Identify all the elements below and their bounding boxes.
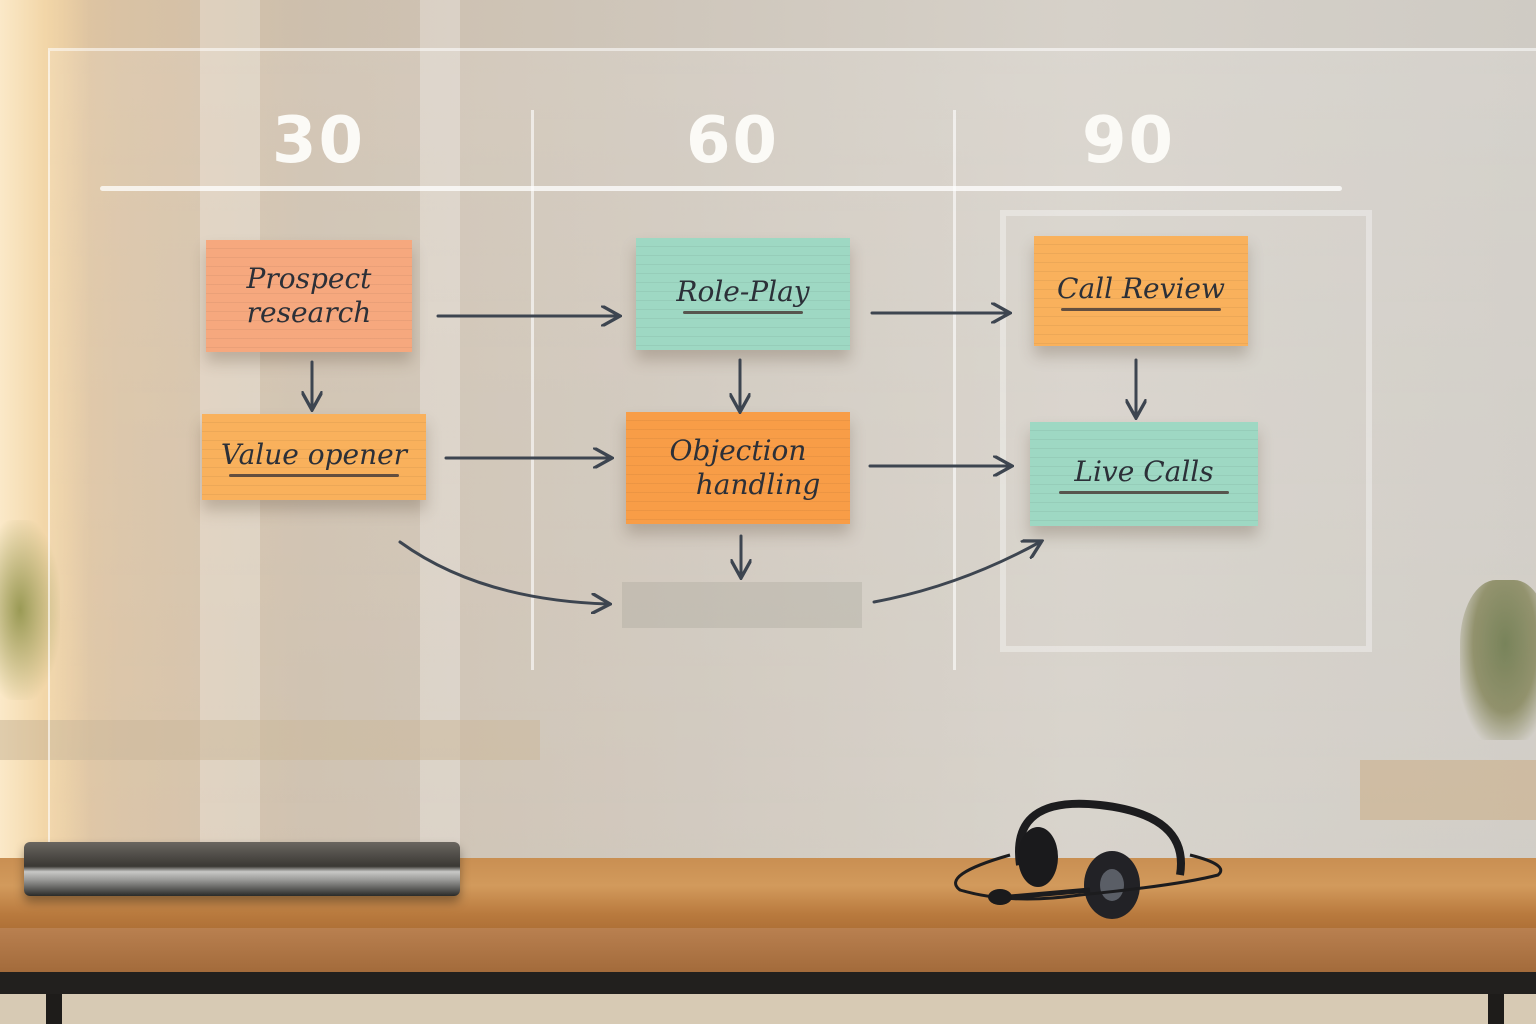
note-text: Objection: [669, 434, 807, 467]
desk-edge: [0, 928, 1536, 974]
column-header-90: 90: [1082, 104, 1176, 178]
desk-frame: [0, 972, 1536, 994]
note-value-opener[interactable]: Value opener: [202, 414, 426, 500]
background-counter: [1360, 760, 1536, 820]
background-frame: [1000, 210, 1372, 652]
underline: [1059, 490, 1229, 494]
note-objection-handling[interactable]: Objection handling: [626, 412, 850, 524]
column-divider: [531, 110, 534, 670]
plant: [1460, 580, 1536, 740]
underline: [229, 473, 399, 477]
note-text: handling: [695, 468, 821, 501]
note-live-calls[interactable]: Live Calls: [1030, 422, 1258, 526]
underline: [1061, 307, 1221, 311]
floor: [0, 994, 1536, 1024]
note-role-play[interactable]: Role-Play: [636, 238, 850, 350]
desk-leg: [1488, 994, 1504, 1024]
column-header-30: 30: [272, 104, 366, 178]
curved-arrow-icon: [872, 542, 1040, 604]
note-text: Call Review: [1057, 271, 1225, 305]
desk-leg: [46, 994, 62, 1024]
curved-arrow-icon: [398, 540, 608, 604]
note-text: Role-Play: [676, 274, 810, 308]
plant: [0, 520, 60, 700]
underline: [683, 310, 803, 314]
note-text: Value opener: [220, 437, 408, 471]
column-divider: [953, 110, 956, 670]
note-text: Live Calls: [1074, 454, 1214, 488]
bright-window: [0, 0, 90, 860]
background-counter: [0, 720, 540, 760]
note-blank[interactable]: [622, 582, 862, 628]
note-text: research: [246, 296, 372, 329]
note-call-review[interactable]: Call Review: [1034, 236, 1248, 346]
header-divider: [100, 186, 1342, 191]
background-pillar: [420, 0, 460, 860]
headset-icon: [954, 799, 1223, 919]
note-prospect-research[interactable]: Prospect research: [206, 240, 412, 352]
laptop: [24, 842, 460, 896]
column-header-60: 60: [686, 104, 780, 178]
note-text: Prospect: [246, 262, 372, 295]
